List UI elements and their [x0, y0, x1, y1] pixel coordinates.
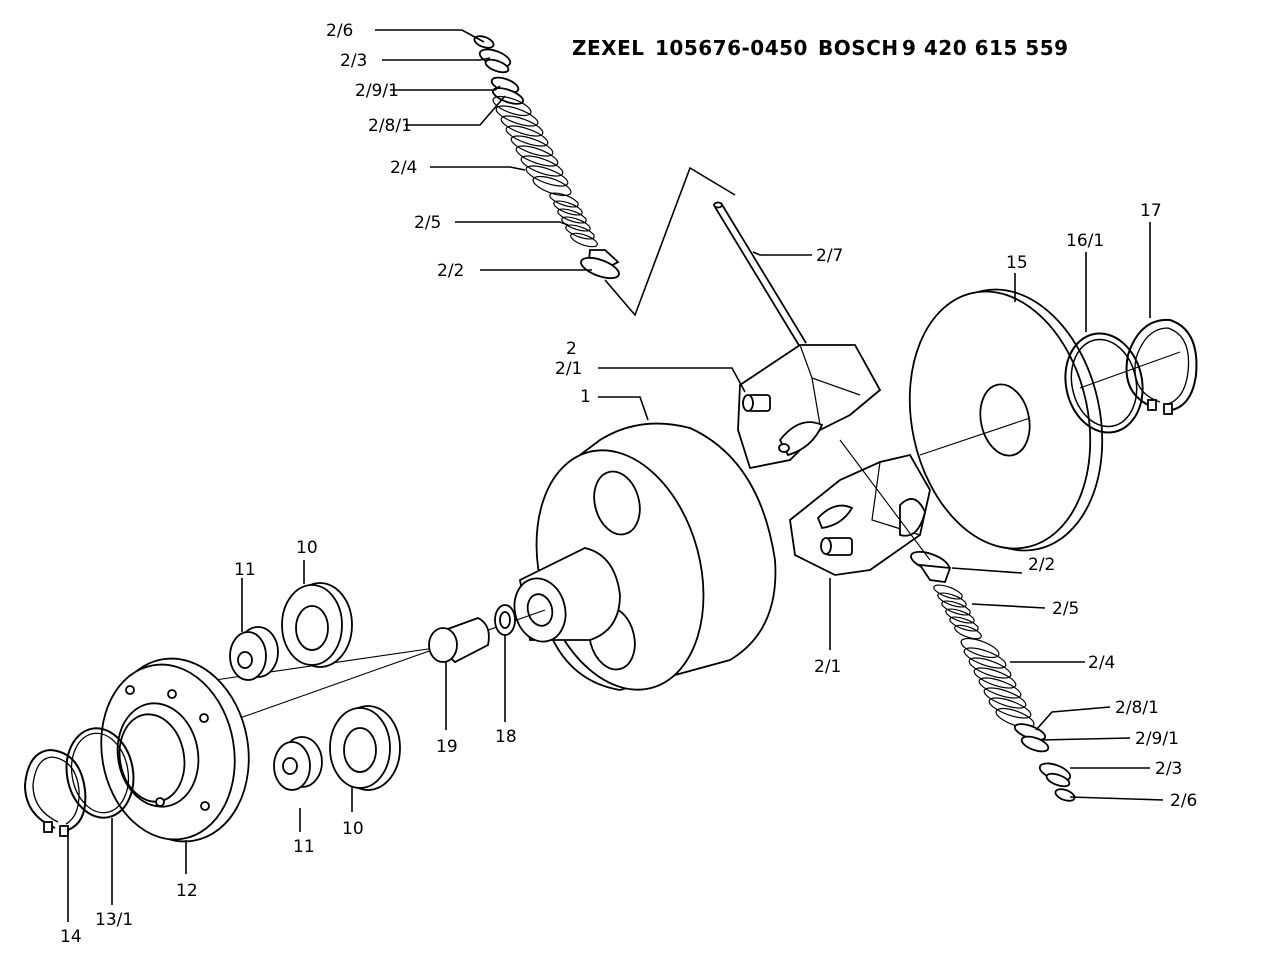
- label-10-top: 10: [296, 538, 318, 558]
- label-lower-2-6: 2/6: [1170, 791, 1197, 811]
- label-lower-2-2: 2/2: [1028, 555, 1055, 575]
- header-bosch-number: 9 420 615 559: [902, 36, 1069, 60]
- header-zexel: ZEXEL: [572, 36, 645, 60]
- header-bosch: BOSCH: [818, 36, 899, 60]
- label-15: 15: [1006, 253, 1028, 273]
- label-18: 18: [495, 727, 517, 747]
- label-10-bottom: 10: [342, 819, 364, 839]
- label-2: 2: [566, 339, 577, 359]
- bushing-11-bottom: [273, 736, 323, 791]
- disc-15: [908, 288, 1104, 552]
- lower-outer-spring: [960, 637, 1035, 729]
- label-13-1: 13/1: [95, 910, 133, 930]
- label-17: 17: [1140, 201, 1162, 221]
- pin-2-7: [713, 201, 807, 348]
- label-2-1-top: 2/1: [555, 359, 582, 379]
- header: ZEXEL 105676-0450 BOSCH 9 420 615 559: [572, 36, 1069, 60]
- label-lower-2-3: 2/3: [1155, 759, 1182, 779]
- upper-inner-spring: [549, 192, 598, 248]
- label-19: 19: [436, 737, 458, 757]
- flange-12: [100, 657, 250, 843]
- label-16-1: 16/1: [1066, 231, 1104, 251]
- washer-18: [494, 604, 516, 636]
- label-14: 14: [60, 927, 82, 947]
- label-11-bottom: 11: [293, 837, 315, 857]
- label-lower-2-5: 2/5: [1052, 599, 1079, 619]
- bushing-11-top: [229, 626, 279, 681]
- header-zexel-number: 105676-0450: [655, 36, 808, 60]
- flyweight-top: [737, 344, 882, 470]
- label-11-top: 11: [234, 560, 256, 580]
- flyweight-bottom: [789, 453, 931, 576]
- label-lower-2-8-1: 2/8/1: [1115, 698, 1159, 718]
- label-upper-2-8-1: 2/8/1: [368, 116, 412, 136]
- leader-lines: [67, 29, 1164, 922]
- lower-inner-spring: [933, 584, 982, 640]
- nut-19: [428, 617, 490, 664]
- snap-ring-17: [1125, 318, 1198, 415]
- label-1: 1: [580, 387, 591, 407]
- ring-13-1: [65, 727, 135, 819]
- label-lower-2-4: 2/4: [1088, 653, 1115, 673]
- label-upper-2-9-1: 2/9/1: [355, 81, 399, 101]
- label-upper-2-4: 2/4: [390, 158, 417, 178]
- bearing-10-bottom: [329, 705, 401, 791]
- label-lower-2-9-1: 2/9/1: [1135, 729, 1179, 749]
- upper-spring-assembly: [473, 35, 620, 280]
- part-labels: 2/6 2/3 2/9/1 2/8/1 2/4 2/5 2/2 2/7 2 2/…: [60, 21, 1197, 947]
- label-upper-2-3: 2/3: [340, 51, 367, 71]
- label-2-1-bottom: 2/1: [814, 657, 841, 677]
- lower-spring-assembly: [910, 550, 1076, 802]
- assembly-line-zigzag: [604, 166, 736, 317]
- label-upper-2-6: 2/6: [326, 21, 353, 41]
- label-12: 12: [176, 881, 198, 901]
- label-upper-2-2: 2/2: [437, 261, 464, 281]
- bearing-10-top: [281, 582, 353, 668]
- main-body-drum: [513, 422, 777, 691]
- snap-ring-14: [23, 748, 87, 837]
- upper-outer-spring: [492, 95, 572, 197]
- label-2-7: 2/7: [816, 246, 843, 266]
- label-upper-2-5: 2/5: [414, 213, 441, 233]
